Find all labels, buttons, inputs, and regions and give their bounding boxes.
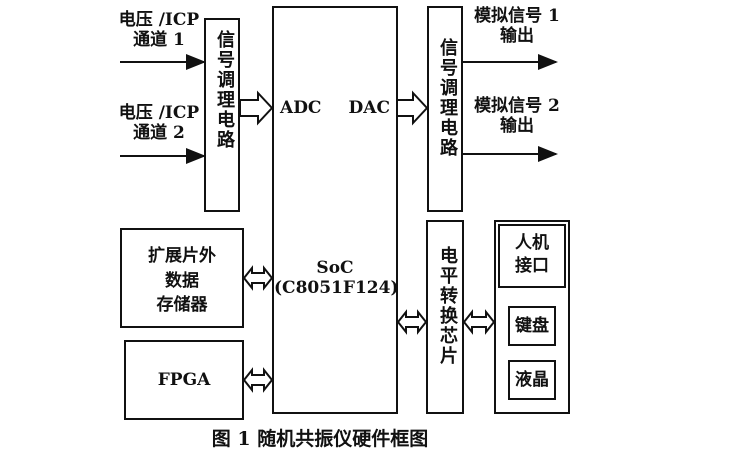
hollow-arrow-to-adc — [239, 90, 274, 126]
fpga-block: FPGA — [124, 340, 244, 420]
memory-line2: 数据 — [165, 270, 199, 291]
bidir-arrow-memory — [242, 265, 274, 291]
memory-line1: 扩展片外 — [148, 246, 216, 266]
adc-label: ADC — [280, 98, 322, 118]
hollow-arrow-from-dac — [395, 90, 429, 126]
output-2-label: 模拟信号 2 输出 — [462, 96, 572, 137]
level-converter-text: 电平转换芯片 — [437, 246, 458, 366]
signal-conditioning-left: 信号调理电路 — [204, 18, 240, 212]
lcd-block: 液晶 — [508, 360, 556, 400]
output-1-line1: 模拟信号 1 — [474, 6, 560, 26]
lcd-label: 液晶 — [515, 370, 549, 390]
bidir-arrow-level — [396, 309, 428, 335]
output-2-line1: 模拟信号 2 — [474, 96, 560, 116]
bidir-arrow-hmi — [462, 309, 496, 335]
input-ch1-line2: 通道 1 — [133, 30, 185, 51]
hmi-block: 人机 接口 键盘 液晶 — [494, 220, 570, 414]
hmi-line1: 人机 — [515, 233, 549, 253]
hmi-line2: 接口 — [515, 255, 549, 276]
output-1-label: 模拟信号 1 输出 — [462, 6, 572, 47]
input-ch1-line1: 电压 /ICP — [118, 10, 200, 30]
input-ch2-label: 电压 /ICP 通道 2 — [118, 103, 200, 144]
output-1-line2: 输出 — [500, 26, 534, 47]
input-ch2-line1: 电压 /ICP — [118, 103, 200, 123]
dac-label: DAC — [348, 98, 390, 118]
memory-line3: 存储器 — [156, 295, 208, 316]
figure-caption: 图 1 随机共振仪硬件框图 — [211, 428, 429, 450]
soc-title: SoC (C8051F124) — [274, 258, 399, 299]
input-ch2-line2: 通道 2 — [133, 123, 185, 144]
soc-block: ADC DAC SoC (C8051F124) — [272, 6, 399, 414]
hmi-title-box: 人机 接口 — [498, 224, 566, 288]
soc-chip: (C8051F124) — [274, 278, 399, 299]
keyboard-label: 键盘 — [515, 316, 549, 336]
signal-conditioning-right-text: 信号调理电路 — [437, 38, 458, 158]
soc-name: SoC — [316, 258, 354, 278]
external-memory-text: 扩展片外 数据 存储器 — [122, 244, 242, 318]
keyboard-block: 键盘 — [508, 306, 556, 346]
hmi-title-text: 人机 接口 — [500, 232, 564, 278]
fpga-label: FPGA — [157, 370, 211, 390]
external-memory-block: 扩展片外 数据 存储器 — [120, 228, 244, 328]
output-2-line2: 输出 — [500, 116, 534, 137]
signal-conditioning-right: 信号调理电路 — [427, 6, 463, 212]
level-converter-block: 电平转换芯片 — [426, 220, 464, 414]
signal-conditioning-left-text: 信号调理电路 — [214, 30, 235, 150]
bidir-arrow-fpga — [242, 367, 274, 393]
input-ch1-label: 电压 /ICP 通道 1 — [118, 10, 200, 51]
